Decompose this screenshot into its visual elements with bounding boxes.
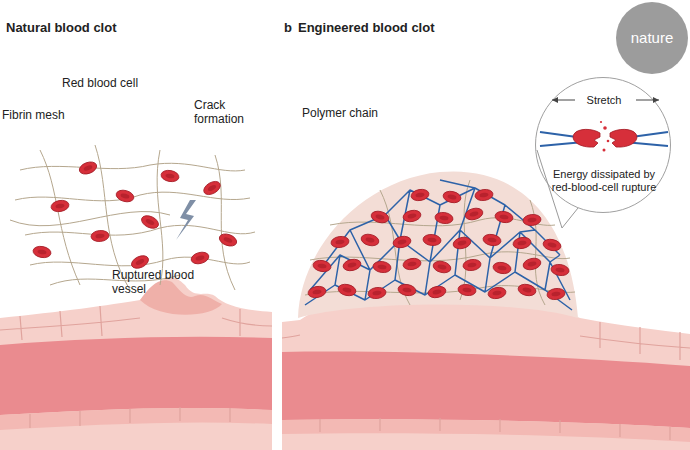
- red-blood-cell: [492, 261, 512, 275]
- red-blood-cell: [372, 260, 391, 273]
- logo-badge: nature: [616, 2, 688, 74]
- part-label: Fibrin mesh: [2, 108, 82, 122]
- red-blood-cell: [410, 188, 430, 202]
- clot-body: [298, 171, 578, 318]
- red-blood-cell: [522, 214, 541, 227]
- vessel-lining: [0, 408, 272, 430]
- red-blood-cell: [360, 232, 380, 247]
- red-blood-cell: [392, 235, 412, 250]
- part-label: Polymer chain: [302, 106, 402, 120]
- red-blood-cell: [522, 256, 542, 271]
- inset-label: Stretch: [574, 94, 634, 107]
- part-label: Ruptured blood vessel: [112, 268, 200, 297]
- red-blood-cell: [115, 188, 135, 203]
- red-blood-cell: [487, 286, 507, 300]
- red-blood-cell: [464, 206, 484, 221]
- red-blood-cell: [218, 232, 239, 248]
- red-blood-cell: [312, 259, 332, 273]
- panel-title: Natural blood clot: [6, 20, 166, 36]
- polymer-network: [305, 180, 572, 310]
- red-blood-cell: [32, 245, 52, 259]
- cell-borders: [282, 322, 690, 440]
- red-blood-cell: [550, 263, 569, 276]
- part-label: Red blood cell: [62, 76, 162, 90]
- red-blood-cell: [482, 233, 502, 247]
- red-blood-cell: [462, 258, 481, 271]
- red-blood-cell: [397, 283, 417, 297]
- panel-title: Engineered blood clot: [298, 20, 478, 36]
- red-blood-cell: [512, 236, 532, 250]
- leader-line: [562, 208, 578, 228]
- cell-borders: [0, 306, 272, 428]
- red-blood-cell: [434, 211, 453, 224]
- fibrin-mesh: [305, 180, 575, 305]
- vessel-wall: [0, 277, 272, 450]
- red-blood-cell: [402, 257, 422, 271]
- red-blood-cell: [452, 235, 472, 250]
- red-blood-cell: [494, 210, 514, 224]
- inset-caption: Energy dissipated by red-blood-cell rupt…: [542, 168, 666, 194]
- red-blood-cell: [370, 209, 390, 224]
- inset-circle: StretchEnergy dissipated by red-blood-ce…: [535, 77, 671, 213]
- vessel-wall: [282, 297, 690, 450]
- rupture-tissue: [140, 280, 222, 315]
- red-blood-cell: [432, 259, 452, 274]
- red-blood-cell: [367, 286, 386, 299]
- panel-letter: b: [284, 20, 298, 36]
- red-blood-cell: [337, 283, 357, 298]
- part-label: Crack formation: [194, 98, 264, 127]
- logo-text: nature: [616, 29, 688, 47]
- vessel-lining: [282, 419, 690, 442]
- red-blood-cell: [427, 285, 447, 300]
- red-blood-cell: [307, 285, 327, 299]
- red-blood-cell: [457, 283, 476, 296]
- vessel-lumen: [0, 337, 272, 415]
- red-blood-cell: [190, 250, 210, 265]
- crack-symbol: [176, 200, 196, 240]
- red-blood-cell: [402, 209, 422, 224]
- red-blood-cell: [546, 287, 565, 300]
- vessel-lumen: [282, 352, 690, 428]
- red-blood-cell: [422, 234, 441, 247]
- red-blood-cell: [517, 283, 537, 298]
- red-blood-cell: [474, 188, 493, 201]
- red-blood-cell: [342, 258, 362, 273]
- red-blood-cell: [78, 160, 99, 176]
- red-blood-cell: [160, 169, 180, 183]
- red-blood-cell: [542, 238, 562, 253]
- red-blood-cell: [50, 199, 70, 213]
- red-blood-cell: [91, 230, 110, 243]
- red-blood-cell: [442, 190, 462, 205]
- red-blood-cell: [330, 235, 349, 248]
- red-blood-cell: [140, 213, 161, 231]
- red-blood-cell: [201, 179, 222, 198]
